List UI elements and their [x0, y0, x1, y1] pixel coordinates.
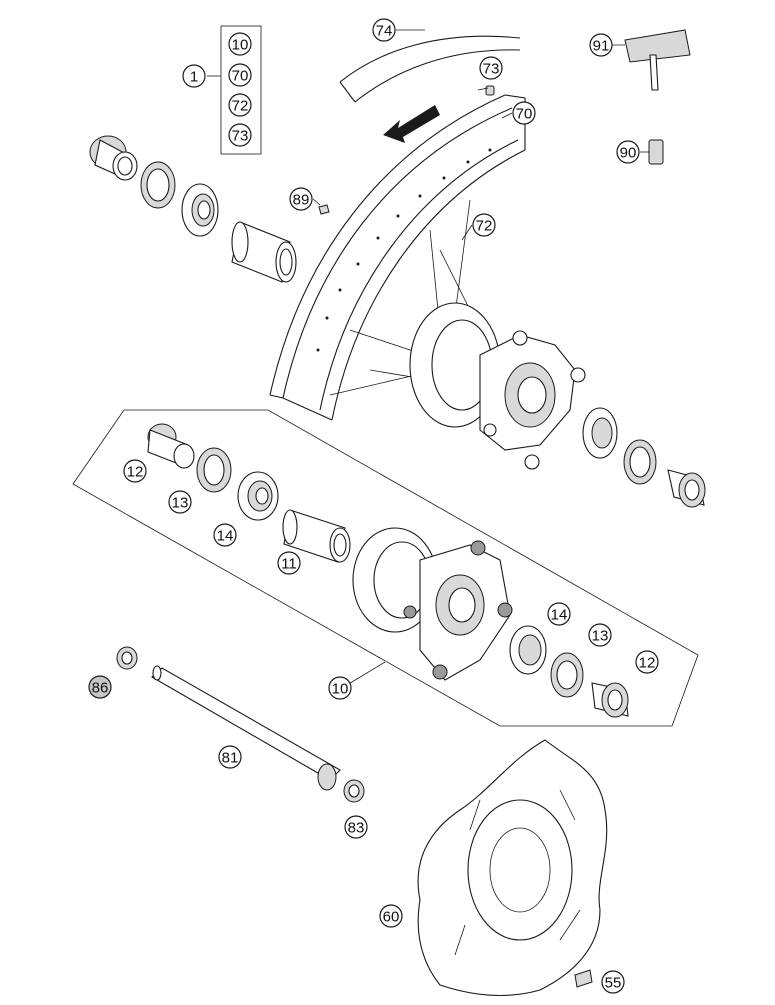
callout-14-right: 14 — [547, 602, 571, 626]
callout-label: 13 — [172, 495, 189, 512]
callout-90: 90 — [616, 140, 640, 164]
callout-label: 10 — [232, 37, 249, 54]
hub-group-parts — [147, 423, 629, 718]
callout-83: 83 — [344, 815, 368, 839]
callout-label: 73 — [232, 128, 249, 145]
callout-13-left: 13 — [168, 490, 192, 514]
callout-89: 89 — [289, 187, 313, 211]
callout-70-box: 70 — [228, 63, 252, 87]
callout-label: 1 — [190, 69, 198, 86]
callout-12-right: 12 — [635, 650, 659, 674]
callout-72-box: 72 — [228, 93, 252, 117]
callout-label: 89 — [293, 192, 310, 209]
callout-81: 81 — [218, 745, 242, 769]
callout-10-box: 10 — [228, 32, 252, 56]
callout-60: 60 — [379, 904, 403, 928]
axle-nut-83 — [343, 779, 365, 803]
rotation-arrow-icon — [383, 105, 440, 143]
spoke-wrench-part — [624, 29, 691, 91]
callout-label: 60 — [383, 909, 400, 926]
hub-subassembly-outline — [72, 409, 699, 727]
axle-part — [151, 665, 341, 791]
axle-nut-86 — [116, 646, 138, 670]
callout-label: 13 — [592, 628, 609, 645]
callout-label: 10 — [332, 681, 349, 698]
disc-bolt-part — [574, 969, 593, 988]
callout-label: 74 — [376, 23, 393, 40]
rim-part — [269, 94, 586, 470]
callout-73: 73 — [479, 56, 503, 80]
callout-label: 81 — [222, 750, 239, 767]
callout-label: 12 — [639, 655, 656, 672]
callout-label: 86 — [92, 680, 109, 697]
rim-holes — [316, 148, 492, 352]
upper-bearing-stack — [89, 135, 297, 283]
wheel-hub — [409, 302, 586, 470]
callout-14-left: 14 — [213, 523, 237, 547]
callout-label: 72 — [476, 218, 493, 235]
callout-86: 86 — [88, 675, 112, 699]
callout-label: 91 — [593, 38, 610, 55]
callout-12-left: 12 — [123, 459, 147, 483]
callout-label: 90 — [620, 145, 637, 162]
callout-label: 70 — [232, 68, 249, 85]
small-nut-part — [318, 204, 330, 215]
callout-72: 72 — [472, 213, 496, 237]
callout-label: 83 — [348, 820, 365, 837]
callout-11: 11 — [277, 551, 301, 575]
callout-label: 70 — [516, 106, 533, 123]
callout-label: 73 — [483, 61, 500, 78]
callout-1: 1 — [182, 64, 206, 88]
callout-91: 91 — [589, 33, 613, 57]
callout-label: 72 — [232, 98, 249, 115]
kit-bracket-group — [207, 25, 262, 155]
callout-70: 70 — [512, 101, 536, 125]
callout-label: 11 — [281, 556, 297, 573]
callout-55: 55 — [601, 970, 625, 994]
callout-10: 10 — [328, 676, 352, 700]
callout-74: 74 — [372, 18, 396, 42]
spoke-nipple-part — [648, 139, 664, 165]
rim-tape-part — [339, 35, 521, 103]
callout-73-box: 73 — [228, 123, 252, 147]
callout-label: 14 — [217, 528, 234, 545]
valve-part — [485, 85, 495, 96]
callout-label: 14 — [551, 607, 568, 624]
callout-label: 12 — [127, 464, 144, 481]
callout-13-right: 13 — [588, 623, 612, 647]
brake-disc-part — [417, 739, 608, 996]
callout-label: 55 — [605, 975, 622, 992]
right-bearing-stack — [582, 407, 706, 508]
